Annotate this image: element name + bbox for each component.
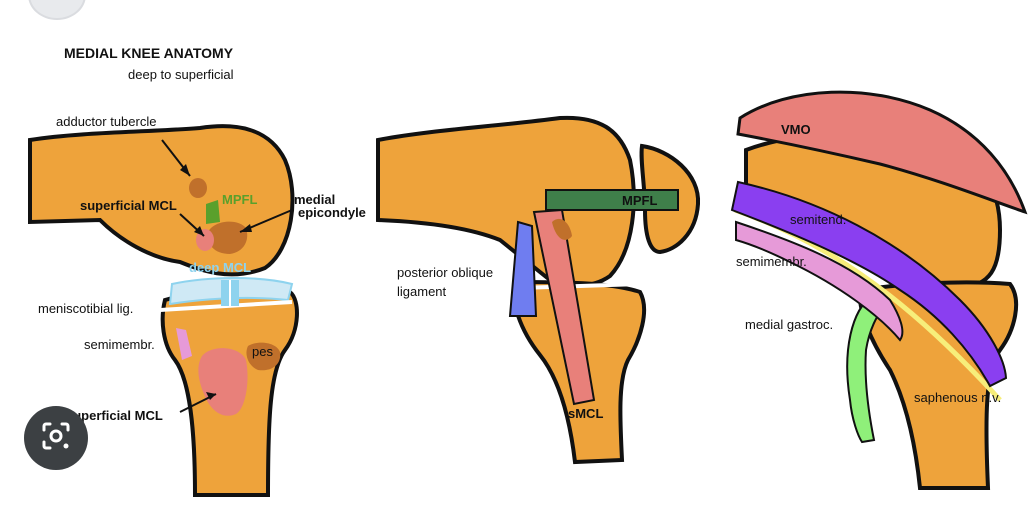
label-vmo: VMO bbox=[781, 122, 811, 137]
label-mpfl-1: MPFL bbox=[222, 192, 257, 207]
label-smcl: sMCL bbox=[568, 406, 603, 421]
label-superficial-mcl-top: superficial MCL bbox=[80, 198, 177, 213]
label-semitend: semitend. bbox=[790, 212, 846, 227]
label-semimembr-1: semimembr. bbox=[84, 337, 155, 352]
label-semimembr-3: semimembr. bbox=[736, 254, 807, 269]
lens-search-icon bbox=[38, 418, 74, 459]
label-adductor-tubercle: adductor tubercle bbox=[56, 114, 156, 129]
adductor-tubercle-shape bbox=[189, 178, 207, 198]
lens-search-button[interactable] bbox=[24, 406, 88, 470]
panel-3: VMO semitend. semimembr. medial gastroc.… bbox=[732, 92, 1025, 488]
label-posterior-oblique-2: ligament bbox=[397, 284, 447, 299]
label-saphenous: saphenous n.v. bbox=[914, 390, 1001, 405]
label-mpfl-2: MPFL bbox=[622, 193, 657, 208]
label-pes: pes bbox=[252, 344, 273, 359]
diagram-title: MEDIAL KNEE ANATOMY bbox=[64, 45, 234, 61]
mpfl-shape-1 bbox=[206, 200, 220, 224]
diagram-subtitle: deep to superficial bbox=[128, 67, 234, 82]
label-deep-mcl: deep MCL bbox=[189, 260, 251, 275]
label-medial-gastroc: medial gastroc. bbox=[745, 317, 833, 332]
label-posterior-oblique-1: posterior oblique bbox=[397, 265, 493, 280]
panel-2: MPFL posterior oblique ligament sMCL bbox=[378, 118, 698, 462]
label-medial-epicondyle-2: epicondyle bbox=[298, 205, 366, 220]
mpfl-band-2 bbox=[546, 190, 678, 210]
label-meniscotibial: meniscotibial lig. bbox=[38, 301, 133, 316]
